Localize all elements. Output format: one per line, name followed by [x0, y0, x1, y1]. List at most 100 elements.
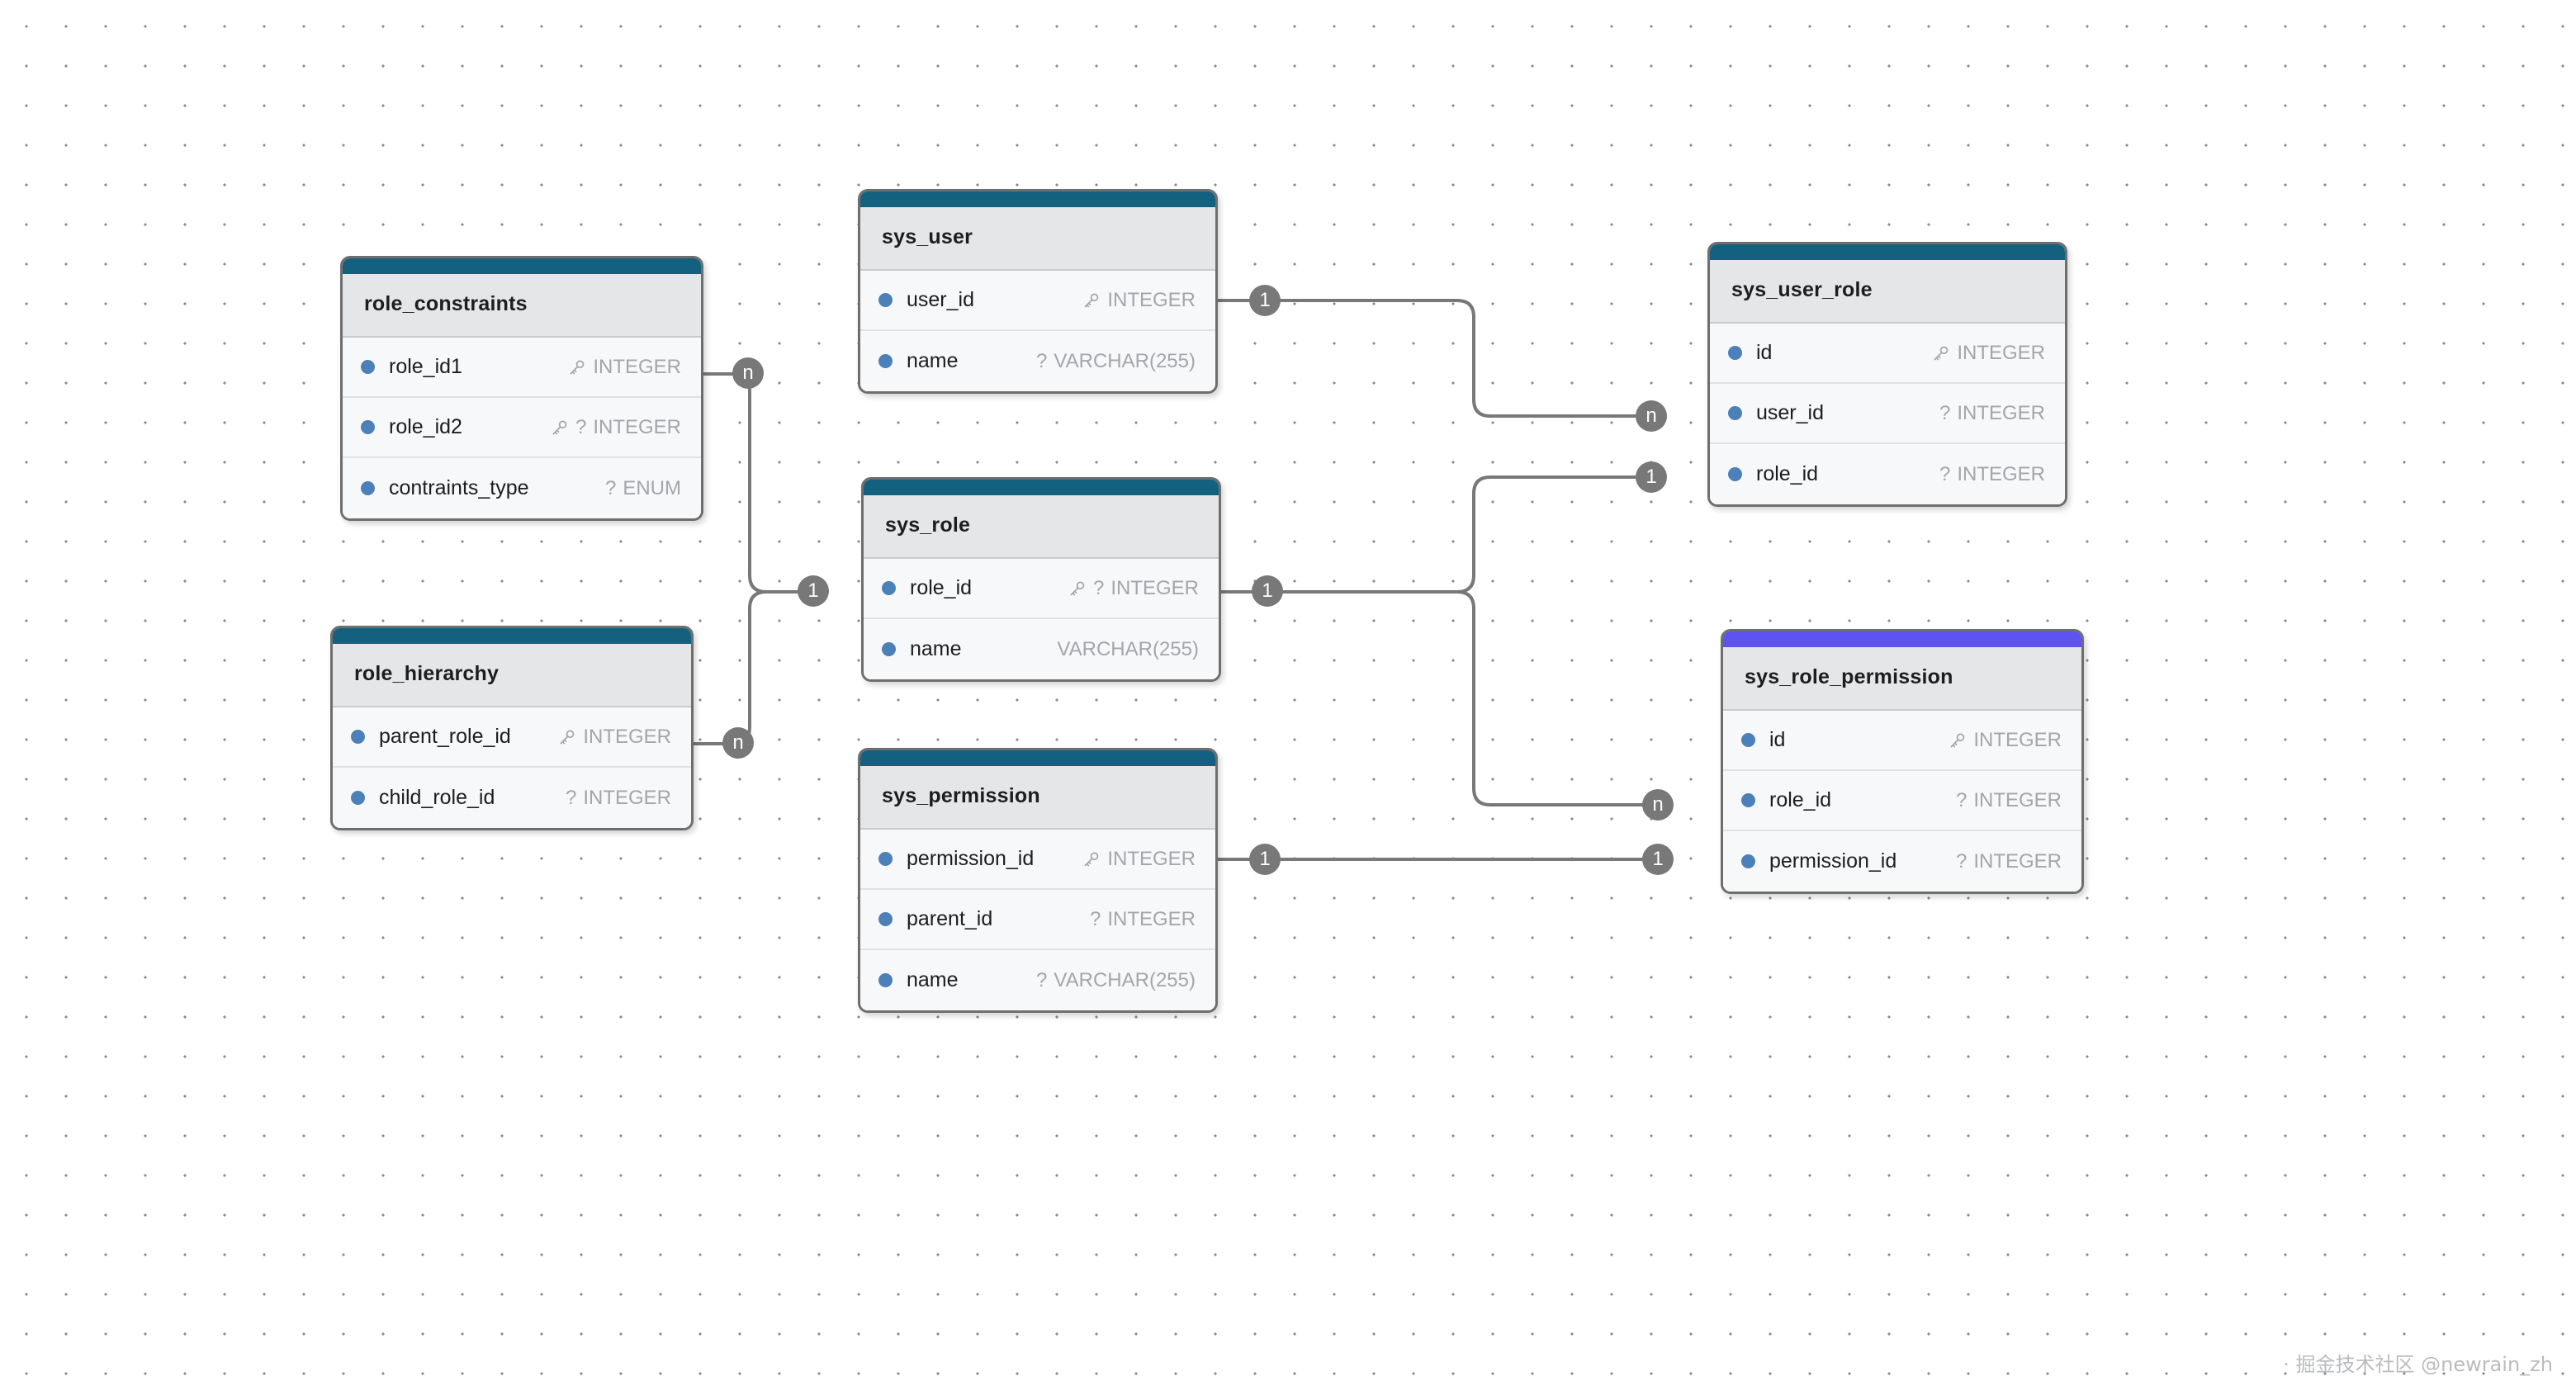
field-name: name [907, 968, 959, 991]
field-bullet-icon [882, 642, 896, 656]
field-bullet-icon [351, 791, 365, 805]
field-type: ?INTEGER [1090, 908, 1196, 931]
field-type: VARCHAR(255) [1057, 638, 1199, 661]
field-type-label: INTEGER [1957, 401, 2045, 424]
field-row[interactable]: role_id1 INTEGER [343, 338, 701, 398]
field-name: id [1756, 341, 1773, 364]
field-row[interactable]: user_id INTEGER [860, 271, 1215, 331]
primary-key-icon [552, 420, 567, 435]
relationship-line-role-rolepermission[interactable] [1219, 590, 1649, 806]
field-name: name [910, 637, 962, 660]
cardinality-badge[interactable]: 1 [1249, 285, 1281, 316]
nullable-marker: ? [1939, 462, 1951, 485]
field-name: role_id [1756, 462, 1819, 485]
field-row[interactable]: role_id?INTEGER [1723, 771, 2081, 831]
field-row[interactable]: contraints_type? ENUM [343, 458, 701, 518]
relationship-line-user-userrole[interactable] [1216, 299, 1636, 418]
nullable-marker: ? [1092, 576, 1105, 599]
cardinality-badge[interactable]: n [722, 727, 754, 759]
field-type-label: INTEGER [1957, 462, 2045, 485]
nullable-marker: ? [604, 476, 617, 499]
field-row[interactable]: name ?VARCHAR(255) [860, 331, 1215, 391]
nullable-marker: ? [1036, 349, 1048, 372]
field-type-label: INTEGER [1107, 288, 1196, 311]
field-bullet-icon [1728, 346, 1742, 360]
field-row[interactable]: role_id? INTEGER [1710, 444, 2065, 504]
field-type-label: INTEGER [1110, 576, 1199, 599]
field-row[interactable]: name?VARCHAR(255) [860, 950, 1215, 1010]
field-bullet-icon [361, 481, 375, 495]
field-name: parent_id [907, 907, 993, 930]
cardinality-badge[interactable]: 1 [1636, 461, 1667, 493]
relationship-line-rh-role[interactable] [692, 590, 801, 745]
table-title: sys_user [860, 207, 1215, 271]
field-type: ?VARCHAR(255) [1036, 350, 1196, 373]
nullable-marker: ? [1955, 788, 1968, 811]
field-type: INTEGER [1948, 729, 2062, 752]
table-header-bar [860, 750, 1215, 766]
field-name: permission_id [907, 847, 1035, 870]
field-name: user_id [907, 288, 974, 311]
relationship-line-role-userrole[interactable] [1219, 475, 1636, 594]
table-header-bar [860, 192, 1215, 207]
field-type-label: ENUM [623, 476, 681, 499]
field-type: ?INTEGER [550, 416, 681, 439]
table-sys_user[interactable]: sys_user user_id INTEGER name ?VARCHAR(255) [858, 189, 1218, 394]
field-type: ?INTEGER [1068, 577, 1199, 600]
cardinality-badge[interactable]: n [1642, 789, 1674, 821]
field-name: role_id [910, 576, 973, 599]
cardinality-badge[interactable]: 1 [1249, 844, 1281, 875]
cardinality-badge[interactable]: n [1636, 400, 1667, 432]
field-name: name [907, 349, 959, 372]
nullable-marker: ? [565, 786, 577, 809]
field-row[interactable]: user_id?INTEGER [1710, 384, 2065, 444]
field-type: ?INTEGER [1939, 402, 2045, 425]
field-bullet-icon [361, 420, 375, 434]
table-title: role_constraints [343, 274, 701, 338]
cardinality-badge[interactable]: 1 [1642, 844, 1674, 875]
field-row[interactable]: permission_id?INTEGER [1723, 831, 2081, 892]
field-type-label: INTEGER [1973, 849, 2062, 873]
relationship-line-rc-role[interactable] [702, 372, 801, 594]
field-row[interactable]: role_id2?INTEGER [343, 398, 701, 458]
table-header-bar [864, 480, 1219, 495]
table-role_constraints[interactable]: role_constraints role_id1 INTEGER role_id2?… [340, 256, 703, 521]
field-row[interactable]: child_role_id?INTEGER [333, 768, 691, 828]
field-type-label: INTEGER [1973, 728, 2062, 751]
field-bullet-icon [351, 730, 365, 744]
table-title: sys_role_permission [1723, 647, 2081, 711]
table-header-bar [1723, 631, 2081, 647]
field-name: role_id1 [389, 355, 462, 378]
cardinality-badge[interactable]: 1 [798, 575, 829, 607]
field-name: contraints_type [389, 476, 529, 499]
field-type: INTEGER [1082, 848, 1196, 871]
field-name: parent_role_id [379, 725, 511, 748]
table-title: role_hierarchy [333, 644, 691, 707]
field-type-label: VARCHAR(255) [1054, 968, 1196, 991]
field-name: child_role_id [379, 786, 495, 809]
field-type: INTEGER [567, 356, 681, 379]
field-bullet-icon [878, 354, 893, 368]
field-bullet-icon [1741, 733, 1755, 747]
cardinality-badge[interactable]: 1 [1252, 575, 1283, 607]
field-name: id [1769, 728, 1786, 751]
table-header-bar [333, 628, 691, 644]
field-row[interactable]: permission_id INTEGER [860, 830, 1215, 890]
field-row[interactable]: id INTEGER [1723, 711, 2081, 771]
primary-key-icon [1084, 293, 1099, 308]
table-title: sys_user_role [1710, 260, 2065, 324]
primary-key-icon [1934, 346, 1949, 361]
field-row[interactable]: name VARCHAR(255) [864, 619, 1219, 679]
cardinality-badge[interactable]: n [732, 357, 764, 389]
field-row[interactable]: parent_id ?INTEGER [860, 890, 1215, 950]
field-bullet-icon [361, 360, 375, 374]
field-row[interactable]: role_id?INTEGER [864, 559, 1219, 619]
